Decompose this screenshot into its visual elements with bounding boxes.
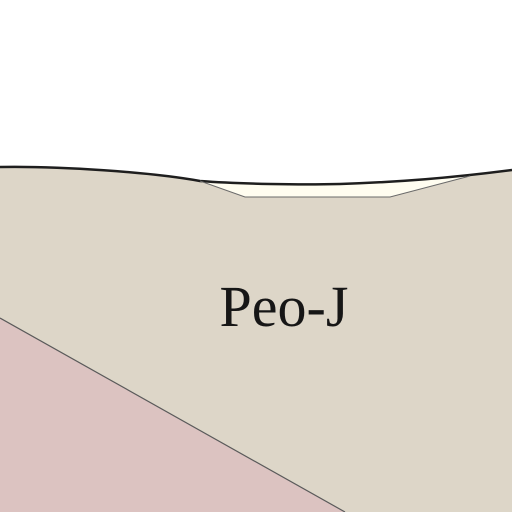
unit-contact-line [0,317,346,512]
upper-boundary-line [0,165,512,186]
map-unit-label: Peo-J [219,274,349,339]
sliver-contact-line [199,175,471,198]
